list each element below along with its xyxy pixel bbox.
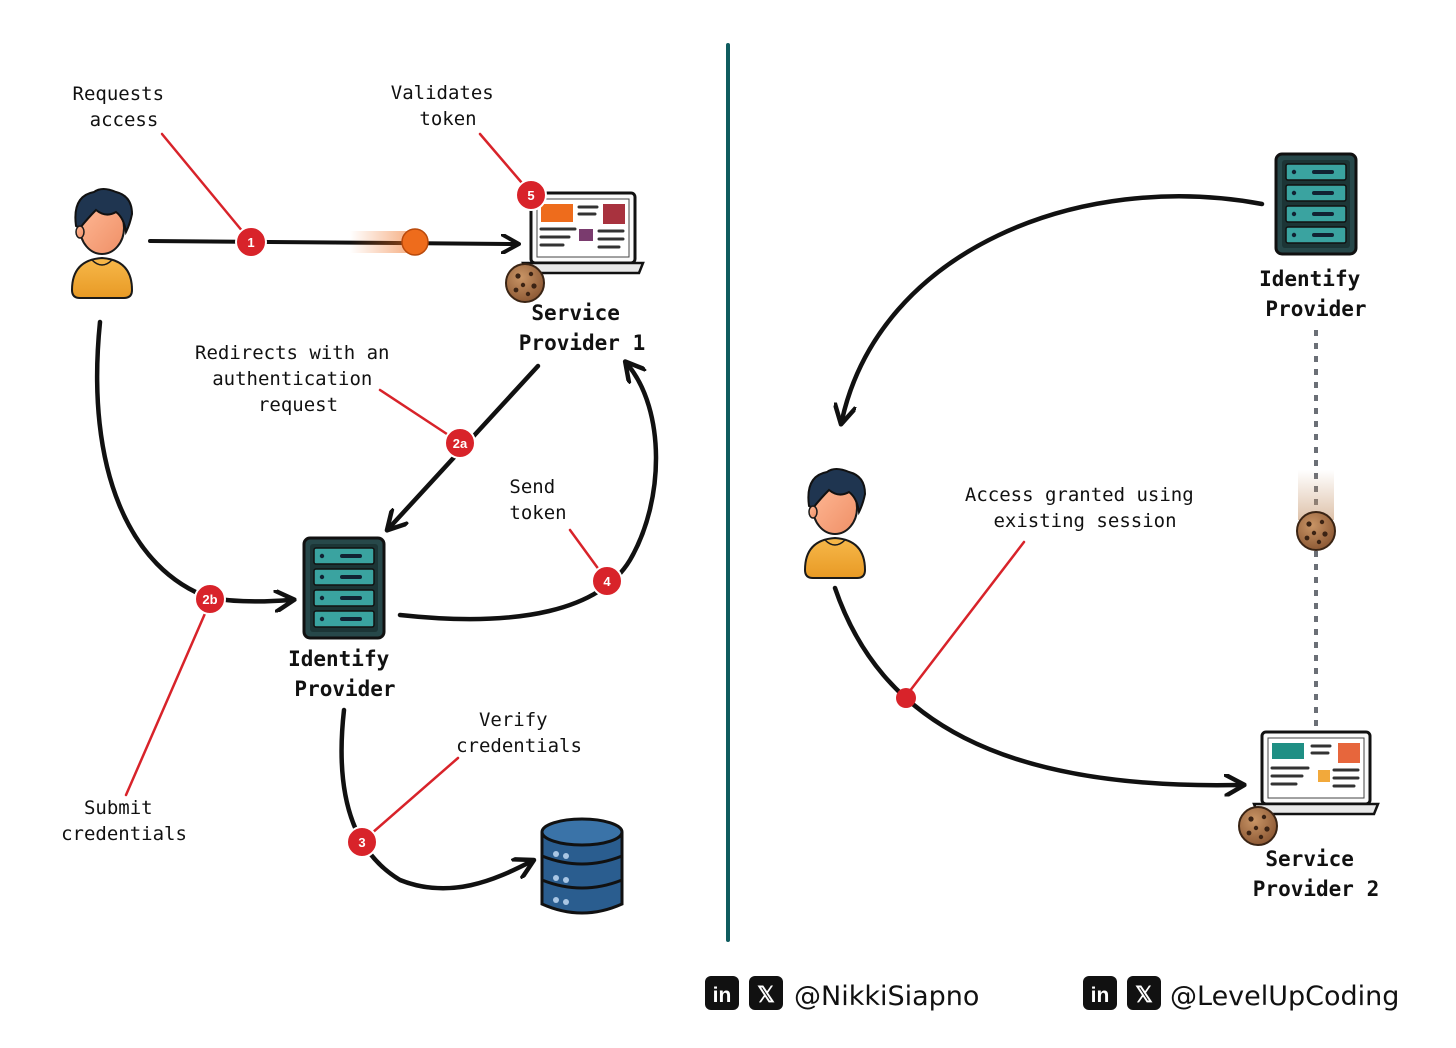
svg-text:𝕏: 𝕏 (757, 982, 775, 1007)
arrow-request-access (148, 241, 515, 244)
note-requests-access: Requests access (73, 83, 176, 131)
service-provider-1-label: Service Provider 1 (519, 301, 645, 355)
note-verify-credentials: Verify credentials (456, 709, 582, 757)
token-trail (350, 231, 412, 253)
handle-nikkisiapno[interactable]: @NikkiSiapno (794, 981, 979, 1012)
leader-line-access (904, 540, 1026, 698)
cookie-icon (1238, 806, 1278, 846)
arrow-send-token (397, 365, 659, 622)
svg-text:in: in (713, 984, 732, 1007)
linkedin-icon[interactable] (705, 976, 739, 1010)
note-redirects: Redirects with an authentication request (195, 342, 401, 416)
identity-provider-server-icon (302, 536, 386, 640)
cookie-icon (505, 263, 545, 303)
step-badge-3: 3 (346, 826, 378, 858)
arrow-verify-credentials (339, 707, 530, 891)
identity-provider-label: Identify Provider (288, 647, 402, 701)
arrow-idp-to-user (842, 194, 1265, 420)
handle-levelupcoding[interactable]: @LevelUpCoding (1170, 981, 1399, 1012)
service-provider-2-laptop-icon (1252, 730, 1380, 816)
footer-handle-1[interactable]: in 𝕏 @NikkiSiapno (705, 976, 979, 1012)
svg-text:1: 1 (247, 235, 254, 250)
footer-handle-2[interactable]: in 𝕏 @LevelUpCoding (1083, 976, 1399, 1012)
svg-text:3: 3 (358, 835, 365, 850)
svg-text:in: in (1091, 984, 1110, 1007)
service-provider-1-laptop-icon (521, 191, 645, 275)
step-badge-2b: 2b (194, 583, 226, 615)
arrow-user-to-sp2 (832, 585, 1240, 785)
service-provider-2-label: Service Provider 2 (1253, 847, 1379, 901)
user-person-icon (71, 188, 133, 299)
step-badge-4: 4 (591, 565, 623, 597)
database-icon (540, 817, 624, 915)
x-icon[interactable] (749, 976, 783, 1010)
note-access-granted: Access granted using existing session (965, 484, 1205, 532)
user-person-icon (804, 468, 866, 579)
svg-text:𝕏: 𝕏 (1135, 982, 1153, 1007)
svg-text:4: 4 (603, 574, 611, 589)
identity-provider-label-right: Identify Provider (1259, 267, 1373, 321)
note-send-token: Send token (509, 476, 566, 524)
step-badge-1: 1 (235, 226, 267, 258)
note-submit-credentials: Submit credentials (61, 797, 187, 845)
svg-text:2b: 2b (202, 592, 217, 607)
cookie-icon (1296, 511, 1336, 551)
step-badge-2a: 2a (444, 427, 476, 459)
access-marker-dot (896, 688, 916, 708)
x-icon[interactable] (1127, 976, 1161, 1010)
svg-text:5: 5 (527, 188, 534, 203)
identity-provider-server-icon (1274, 152, 1358, 256)
token-dot (401, 228, 429, 256)
arrow-submit-credentials (94, 319, 290, 601)
linkedin-icon[interactable] (1083, 976, 1117, 1010)
note-validates-token: Validates token (391, 82, 505, 130)
step-badge-5: 5 (515, 179, 547, 211)
svg-text:2a: 2a (453, 436, 468, 451)
